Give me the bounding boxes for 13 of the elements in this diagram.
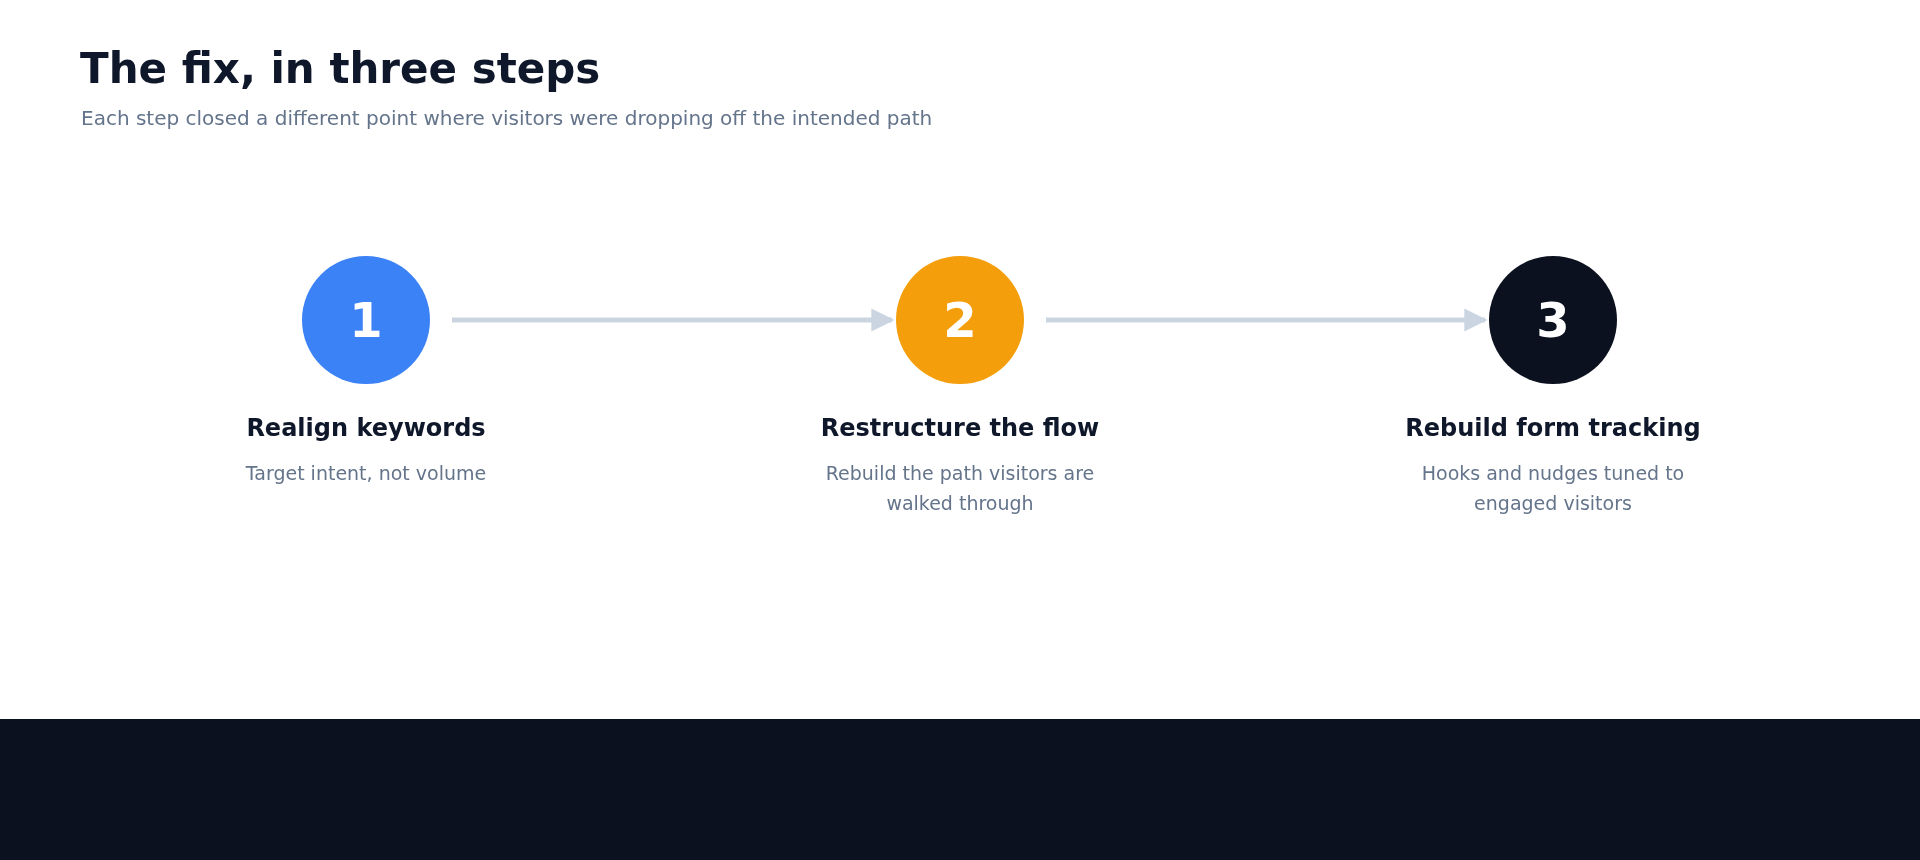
step-description: Target intent, not volume bbox=[244, 461, 488, 486]
title: The fix, in three steps bbox=[80, 44, 601, 93]
step-number: 1 bbox=[349, 292, 383, 348]
step-number: 3 bbox=[1536, 292, 1570, 348]
subtitle: Each step closed a different point where visitors were dropping off the intended path bbox=[81, 106, 933, 130]
step-description: Rebuild the path visitors are walked through bbox=[824, 461, 1096, 516]
step-title: Rebuild form tracking bbox=[1404, 414, 1702, 442]
arrow bbox=[452, 308, 895, 332]
arrow bbox=[1046, 308, 1488, 332]
step-title: Realign keywords bbox=[245, 414, 487, 442]
step-description: Hooks and nudges tuned to engaged visitors bbox=[1420, 461, 1686, 516]
step-number: 2 bbox=[943, 292, 977, 348]
step-title: Restructure the flow bbox=[819, 414, 1101, 442]
